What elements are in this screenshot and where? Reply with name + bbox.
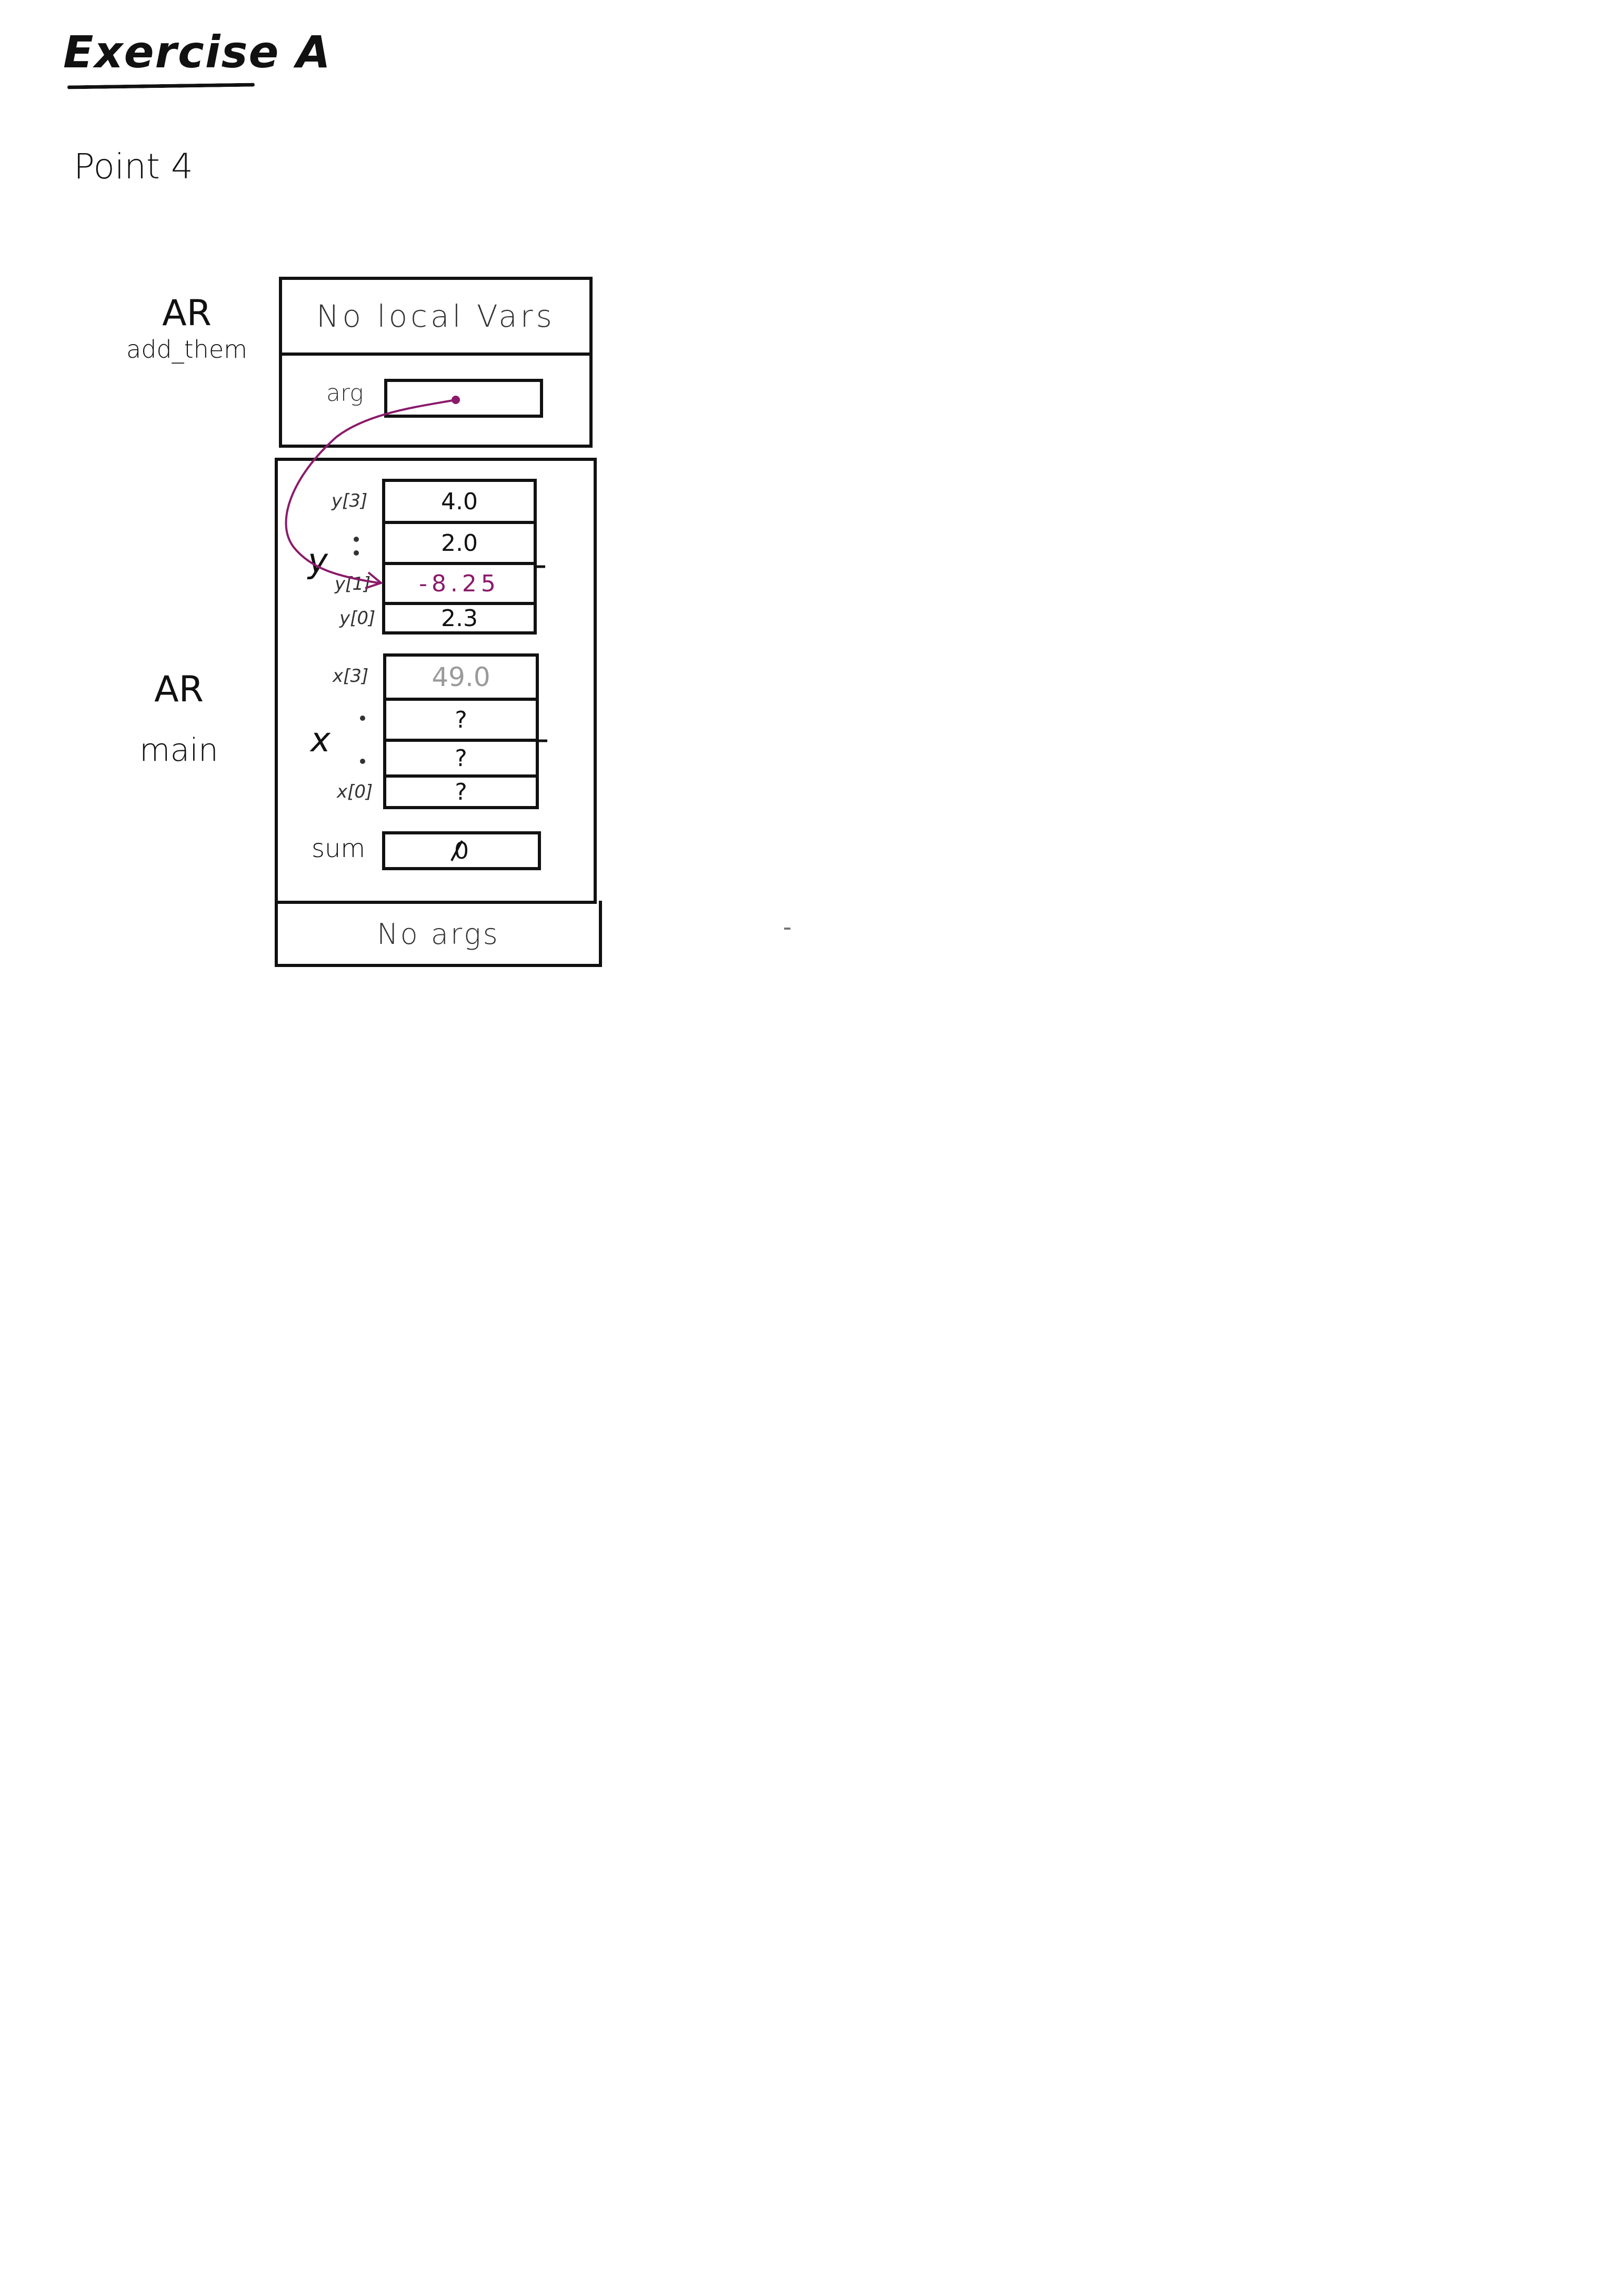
sum-label: sum	[312, 834, 366, 863]
index-label-x0: x[0]	[337, 781, 373, 802]
activation-record-main	[275, 458, 597, 904]
function-name: main	[139, 731, 218, 769]
ellipsis-dot	[360, 759, 365, 764]
args-note: No args	[377, 917, 500, 951]
activation-record-add-them	[279, 277, 593, 448]
cell-value: 49.0	[432, 662, 490, 692]
args-section	[275, 901, 602, 967]
array-cell-x0: ?	[383, 774, 539, 809]
function-name: add_them	[126, 335, 247, 364]
locals-note: No local Vars	[316, 298, 555, 334]
arg-label: arg	[326, 380, 364, 407]
ar-label: AR	[162, 293, 212, 334]
index-label-y1: y[1]	[335, 573, 371, 595]
array-name-y: y	[308, 542, 328, 581]
index-label-y0: y[0]	[339, 608, 376, 629]
array-cell-y0: 2.3	[382, 602, 537, 635]
pointer-origin-dot	[452, 396, 460, 404]
stray-mark	[784, 928, 790, 930]
pointer-arrow-line	[285, 399, 456, 584]
frame-divider	[279, 353, 593, 356]
index-label-y3: y[3]	[332, 490, 368, 511]
page-subtitle: Point 4	[74, 146, 193, 187]
ar-label: AR	[154, 669, 204, 710]
frame-label-add-them: AR add_them	[121, 292, 253, 364]
page-title: Exercise A	[63, 26, 332, 78]
index-label-x3: x[3]	[333, 666, 369, 687]
arrowhead-icon	[365, 571, 384, 589]
ellipsis-dot	[354, 550, 359, 556]
arg-pointer-cell	[384, 379, 543, 418]
ellipsis-dot	[360, 716, 365, 721]
cell-value: -8.25	[419, 570, 500, 597]
ellipsis-dot	[354, 537, 359, 542]
frame-label-main: AR main	[126, 668, 232, 769]
zero-slash	[450, 840, 463, 861]
array-name-x: x	[310, 721, 330, 760]
